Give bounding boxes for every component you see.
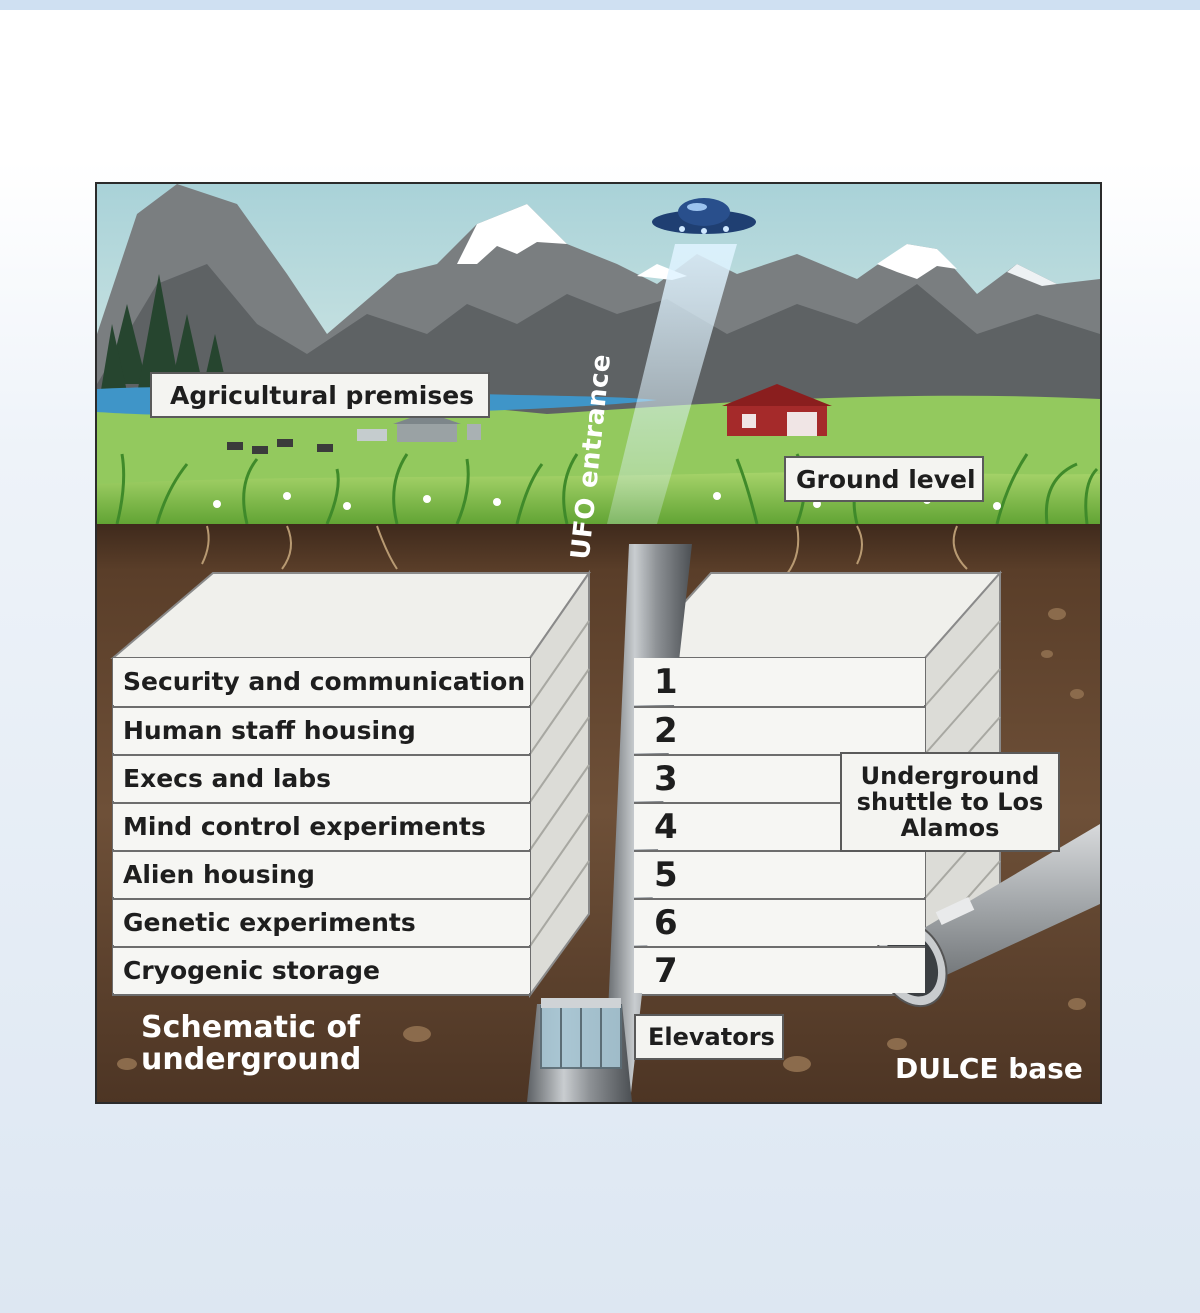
floor-5-number: 5 <box>634 850 925 897</box>
schematic-title: Schematic of underground <box>141 1010 362 1077</box>
floor-6-number: 6 <box>634 898 925 945</box>
floor-5-label: Alien housing <box>113 850 530 897</box>
roots <box>201 525 968 575</box>
floor-6-label: Genetic experiments <box>113 898 530 945</box>
floor-4-label: Mind control experiments <box>113 802 530 849</box>
elevator-car <box>540 998 622 1069</box>
floor-1-number: 1 <box>634 658 925 705</box>
ground-level-label: Ground level <box>784 456 984 502</box>
shuttle-label: Underground shuttle to Los Alamos <box>840 752 1060 852</box>
snow-cap <box>877 244 957 279</box>
floor-2-number: 2 <box>634 706 925 753</box>
tractor-beam <box>607 244 737 524</box>
elevators-label: Elevators <box>634 1014 784 1060</box>
dulce-base-diagram: Agricultural premises Ground level UFO e… <box>95 182 1102 1104</box>
floor-7-number: 7 <box>634 946 925 993</box>
floor-7-label: Cryogenic storage <box>113 946 530 993</box>
floor-2-label: Human staff housing <box>113 706 530 753</box>
agricultural-premises-label: Agricultural premises <box>150 372 490 418</box>
dulce-base-title: DULCE base <box>895 1052 1083 1085</box>
snow-cap <box>1007 264 1057 286</box>
farm-buildings <box>357 412 481 442</box>
snow-cap <box>457 204 567 264</box>
floor-3-label: Execs and labs <box>113 754 530 801</box>
barn <box>722 384 832 436</box>
ufo <box>652 198 756 234</box>
floor-1-label: Security and communication <box>113 658 530 705</box>
cows <box>227 439 333 454</box>
left-block-side-lines <box>529 620 590 947</box>
